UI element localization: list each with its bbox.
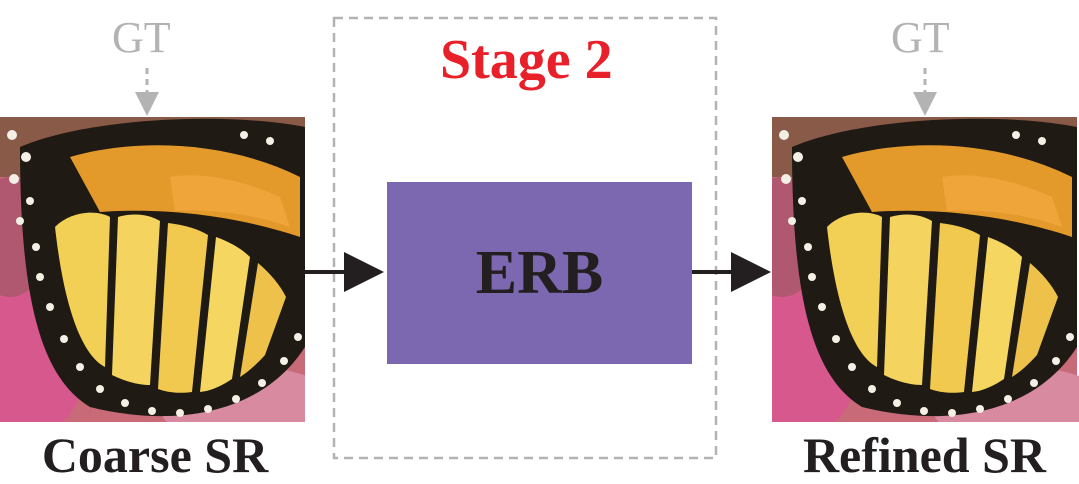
erb-block [387,182,692,364]
erb-label: ERB [475,239,604,307]
stage-title: Stage 2 [440,29,613,91]
gt-label-right: GT [891,13,950,62]
coarse-sr-caption: Coarse SR [41,427,269,483]
refined-sr-image [772,117,1079,422]
coarse-sr-image [0,117,305,422]
refined-sr-caption: Refined SR [802,427,1047,483]
gt-label-left: GT [112,13,171,62]
stage-2-container [332,16,718,460]
